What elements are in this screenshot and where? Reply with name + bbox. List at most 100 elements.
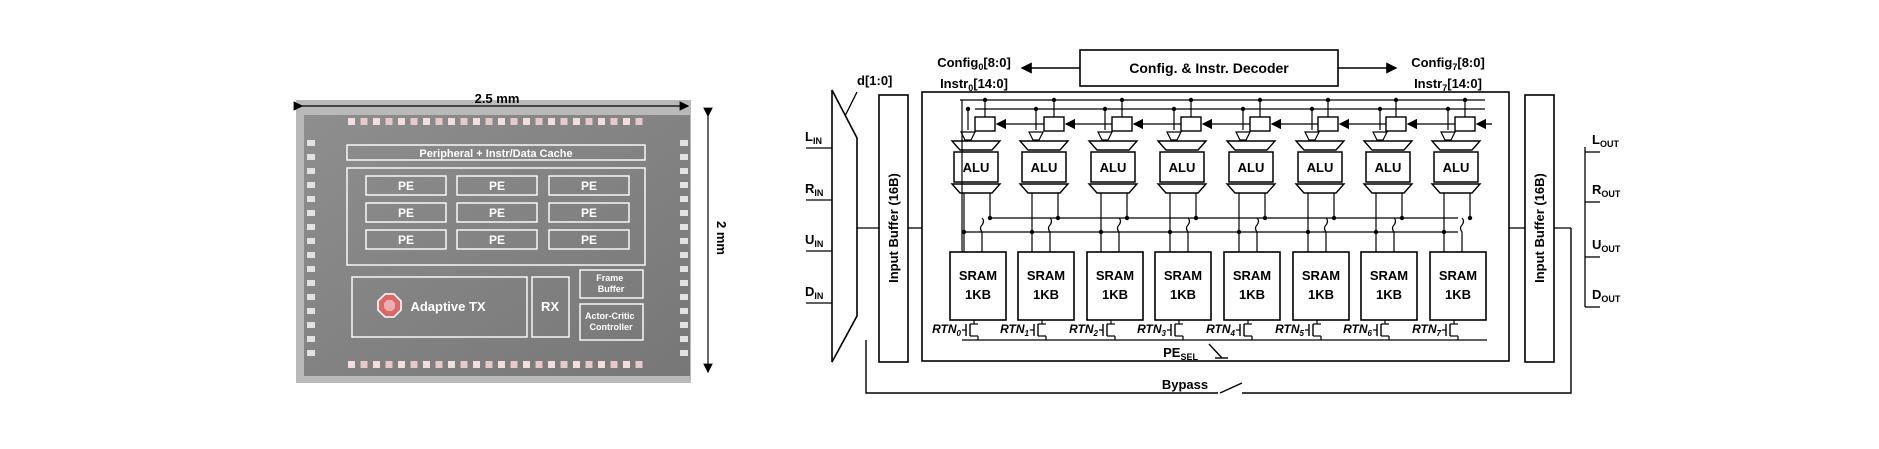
alu-block — [1433, 151, 1479, 183]
actor-critic-line-1: Actor-Critic — [585, 311, 635, 321]
bond-pad — [307, 224, 315, 230]
die-photo: 2.5 mm 2 mm Peripheral + Instr/Data Cach… — [293, 91, 729, 383]
adaptive-tx-label: Adaptive TX — [410, 299, 485, 314]
sram-size-label: 1KB — [965, 287, 991, 302]
pe-cell — [548, 202, 630, 223]
pe-cell-label: PE — [489, 233, 505, 247]
pe-cell — [365, 202, 447, 223]
bond-pad — [680, 182, 688, 188]
junction-dot — [982, 97, 988, 103]
bond-pad — [307, 196, 315, 202]
bond-pad — [610, 118, 618, 125]
bond-pad — [398, 361, 405, 368]
bond-pad — [548, 118, 555, 125]
wire-crossover — [1323, 217, 1329, 233]
pe-cell — [548, 229, 630, 250]
bond-pad — [485, 361, 493, 368]
alu-block — [953, 151, 999, 183]
bond-pad — [623, 361, 630, 368]
alu-input-mux — [1362, 140, 1414, 151]
alu-label: ALU — [963, 160, 990, 175]
input-port-label: LIN — [805, 129, 822, 146]
rtn-label: RTN4 — [1206, 322, 1235, 338]
d-select-label: d[1:0] — [857, 73, 892, 88]
bond-pad — [448, 118, 455, 125]
pipeline-register — [1180, 116, 1202, 132]
adaptive-tx-block — [351, 276, 528, 338]
junction-dot — [1393, 97, 1399, 103]
alu-output-mux — [950, 183, 1002, 194]
bond-pad — [573, 118, 580, 125]
bond-pad — [373, 118, 380, 125]
pe-cell-label: PE — [398, 233, 414, 247]
die-body — [304, 115, 690, 376]
alu-block — [1365, 151, 1411, 183]
bond-pad — [307, 168, 315, 174]
sram-label: SRAM — [1027, 268, 1065, 283]
input-mux — [831, 89, 858, 363]
bond-pad — [307, 294, 315, 300]
output-port-label: UOUT — [1592, 237, 1621, 254]
bond-pad — [398, 118, 405, 125]
alu-label: ALU — [1238, 160, 1265, 175]
frame-buffer-line-1: Frame — [596, 273, 623, 283]
junction-dot — [1462, 97, 1468, 103]
bond-pad — [610, 361, 618, 368]
junction-dot — [965, 106, 971, 112]
rx-block — [531, 276, 570, 338]
rx-label: RX — [541, 299, 559, 314]
bond-pad — [348, 361, 355, 368]
bond-pad — [598, 118, 605, 125]
pe-frame — [921, 91, 1510, 362]
pe-cell-label: PE — [581, 206, 597, 220]
pipeline-register — [1249, 116, 1271, 132]
pads-bottom — [348, 361, 643, 368]
bond-pad — [635, 118, 643, 125]
bond-pad — [385, 361, 393, 368]
bond-pad — [680, 168, 688, 174]
alu-output-mux — [1225, 183, 1277, 194]
pe-cell-label: PE — [489, 206, 505, 220]
alu-label: ALU — [1307, 160, 1334, 175]
bond-pad — [680, 210, 688, 216]
bond-pad — [635, 361, 643, 368]
bond-pad — [523, 361, 530, 368]
bond-pad — [535, 118, 543, 125]
config-arrow — [1166, 131, 1182, 141]
bond-pad — [348, 118, 355, 125]
bond-pad — [410, 361, 418, 368]
bond-pad — [435, 118, 443, 125]
config-arrow — [1235, 131, 1251, 141]
junction-dot — [1119, 97, 1125, 103]
pe-sel-switch — [1208, 343, 1223, 359]
output-port-label: LOUT — [1592, 132, 1619, 149]
bond-pad — [307, 280, 315, 286]
junction-dot — [1240, 106, 1246, 112]
pipeline-register — [1317, 116, 1339, 132]
wire-crossover — [1254, 217, 1260, 233]
pe-cell-label: PE — [581, 179, 597, 193]
sram-label: SRAM — [1439, 268, 1477, 283]
alu-input-mux — [1430, 140, 1482, 151]
pe-block-diagram: Config. & Instr. Decoder Config0[8:0] In… — [805, 49, 1621, 394]
die-height-label: 2 mm — [714, 221, 729, 255]
bond-pad — [498, 361, 505, 368]
bond-pad — [307, 210, 315, 216]
bond-pad — [680, 294, 688, 300]
pads-right — [680, 140, 688, 356]
input-port-label: DIN — [805, 284, 823, 301]
junction-dot — [1445, 106, 1451, 112]
sram-label: SRAM — [1164, 268, 1202, 283]
bond-pad — [680, 238, 688, 244]
sram-label: SRAM — [1096, 268, 1134, 283]
pipeline-register — [974, 116, 996, 132]
actor-critic-line-2: Controller — [589, 322, 632, 332]
frame-buffer-line-2: Buffer — [598, 284, 625, 294]
rtn-label: RTN6 — [1343, 322, 1372, 338]
bond-pad — [573, 361, 580, 368]
output-buffer-label: Input Buffer (16B) — [1532, 173, 1547, 283]
pe-cell — [456, 202, 538, 223]
bond-pad — [623, 118, 630, 125]
bond-pad — [680, 266, 688, 272]
alu-block — [1297, 151, 1343, 183]
